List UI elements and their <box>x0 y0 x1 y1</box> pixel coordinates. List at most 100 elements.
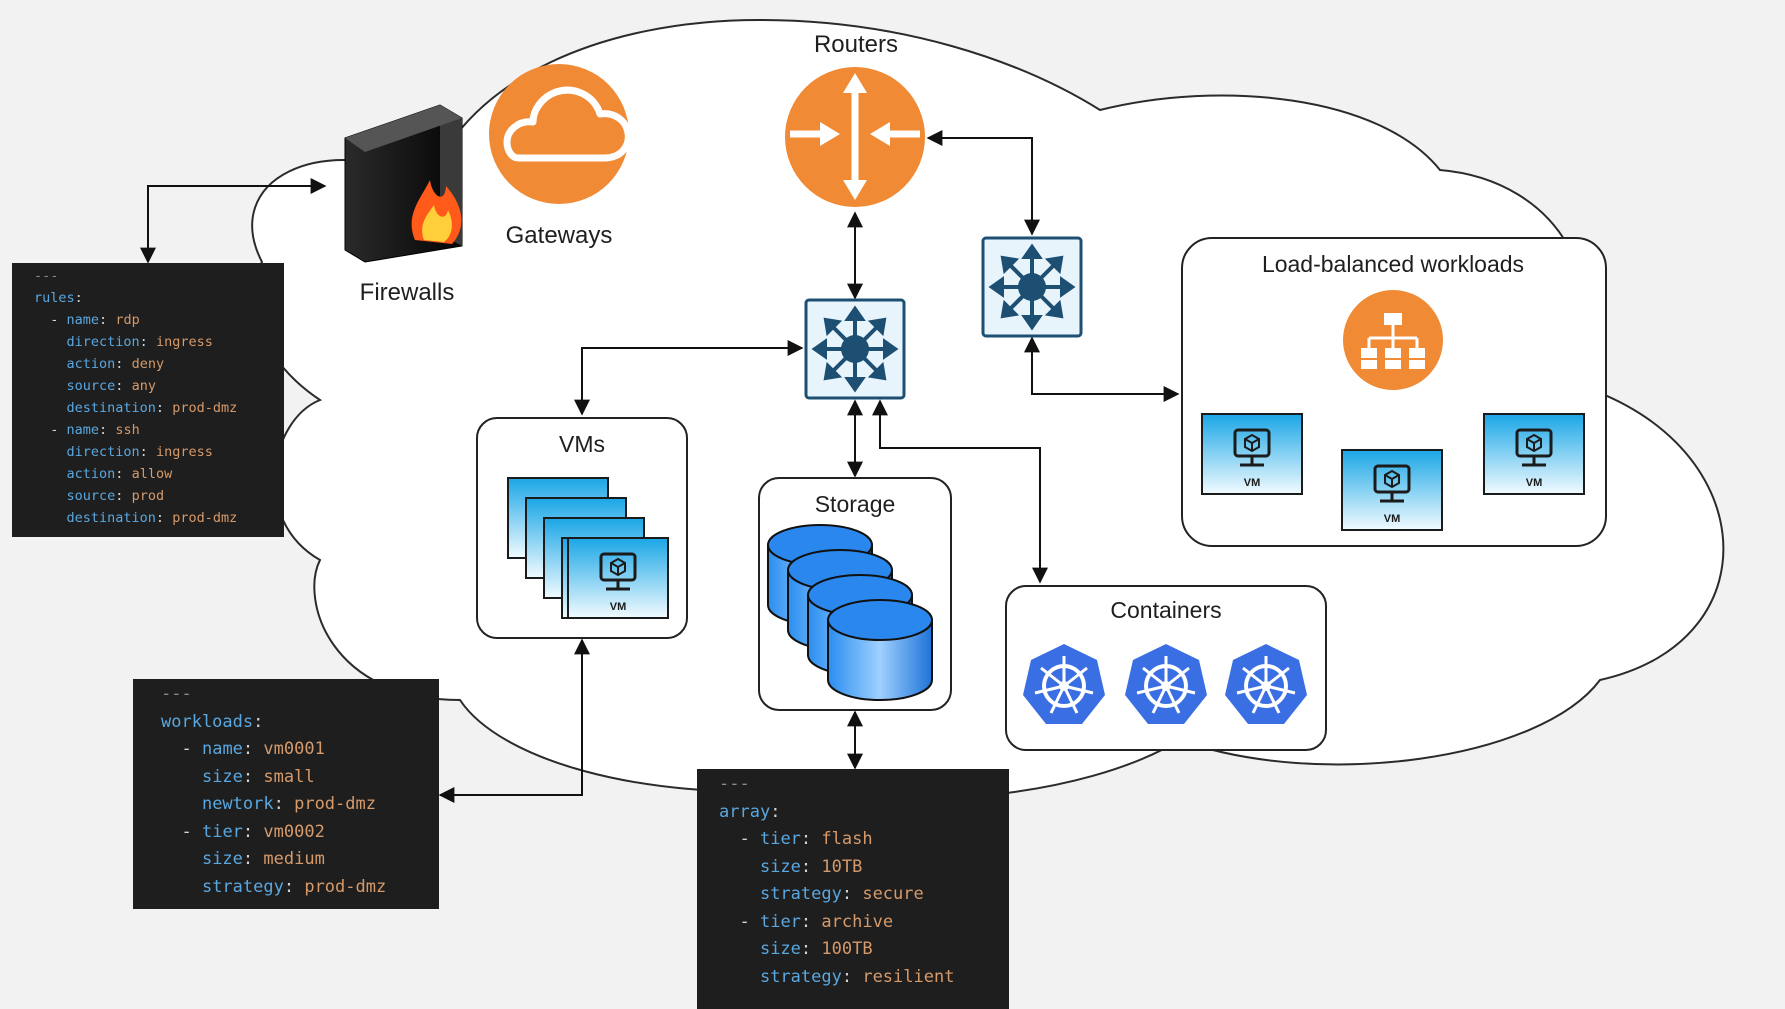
code-line: - name: vm0001 <box>161 736 439 764</box>
code-key: size <box>201 849 243 869</box>
code-indent <box>161 739 181 759</box>
code-line: strategy: secure <box>719 881 1009 909</box>
code-indent <box>161 822 181 842</box>
code-indent <box>34 422 50 438</box>
code-val: secure <box>862 884 924 904</box>
code-sep: : <box>74 290 83 306</box>
code-indent <box>34 334 67 350</box>
code-dash: - <box>50 422 67 438</box>
code-line: direction: ingress <box>34 331 284 353</box>
vm-icon <box>1340 448 1444 532</box>
code-key: rules <box>34 290 75 306</box>
vms-label: VMs <box>559 431 605 457</box>
code-key: source <box>66 378 116 394</box>
containers-label: Containers <box>1110 597 1221 623</box>
code-val: deny <box>131 356 165 372</box>
code-line: direction: ingress <box>34 441 284 463</box>
code-sep: : <box>115 378 132 394</box>
code-key: newtork <box>201 794 274 814</box>
code-val: archive <box>821 911 894 932</box>
code-val: ingress <box>155 334 213 350</box>
code-sep: : <box>139 444 156 460</box>
code-sep: : <box>242 739 264 759</box>
code-val: prod-dmz <box>294 794 376 814</box>
code-val: medium <box>263 849 325 869</box>
code-key: tier <box>759 911 801 932</box>
code-dash: - <box>181 821 202 842</box>
code-key: direction <box>66 334 140 350</box>
connector-firewall-code <box>140 178 327 264</box>
core-switch-icon <box>804 298 906 400</box>
code-val: rdp <box>115 312 140 328</box>
code-val: prod-dmz <box>172 510 238 526</box>
code-key: --- <box>161 684 192 704</box>
code-key: size <box>201 766 243 787</box>
code-sep: : <box>115 356 132 372</box>
code-indent <box>719 912 739 932</box>
code-sep: : <box>99 312 116 328</box>
code-val: ingress <box>155 444 213 460</box>
code-indent <box>34 378 67 394</box>
code-sep: : <box>253 711 264 732</box>
code-key: tier <box>201 821 243 842</box>
code-key: size <box>759 939 801 959</box>
code-indent <box>719 857 760 877</box>
code-key: name <box>66 422 100 438</box>
code-val: flash <box>821 829 873 849</box>
code-line: source: prod <box>34 485 284 507</box>
code-sep: : <box>242 766 264 787</box>
code-line: - tier: vm0002 <box>161 819 439 847</box>
vm-stack-icon <box>507 477 670 620</box>
code-indent <box>34 400 67 416</box>
code-key: tier <box>759 829 801 849</box>
code-key: size <box>759 856 801 877</box>
code-line: - tier: archive <box>719 909 1009 937</box>
code-key: --- <box>34 268 59 284</box>
gateway-cloud-icon <box>489 64 632 204</box>
code-val: allow <box>131 466 173 482</box>
code-line: array: <box>719 799 1009 827</box>
code-indent <box>34 510 67 526</box>
vm-icon <box>1482 412 1586 496</box>
code-sep: : <box>242 849 264 869</box>
code-indent <box>34 488 67 504</box>
code-indent <box>719 884 760 904</box>
code-val: prod-dmz <box>172 400 238 416</box>
code-indent <box>34 466 67 482</box>
code-dash: - <box>739 829 760 849</box>
code-key: source <box>66 488 116 504</box>
code-line: size: medium <box>161 846 439 874</box>
edge-switch-icon <box>981 236 1083 338</box>
connector-vms-code <box>438 638 590 803</box>
load-balanced-label: Load-balanced workloads <box>1262 251 1524 277</box>
code-sep: : <box>273 794 295 814</box>
code-line: size: small <box>161 764 439 792</box>
code-indent <box>34 356 67 372</box>
code-val: small <box>263 766 315 787</box>
code-indent <box>719 939 760 959</box>
code-key: action <box>66 466 116 482</box>
code-line: strategy: prod-dmz <box>161 874 439 902</box>
code-line: --- <box>719 771 1009 799</box>
router-icon <box>785 67 925 207</box>
code-key: --- <box>719 774 750 794</box>
code-line: action: deny <box>34 353 284 375</box>
code-sep: : <box>155 510 173 526</box>
code-line: - name: ssh <box>34 419 284 441</box>
code-key: action <box>66 356 116 372</box>
code-val: 10TB <box>821 856 863 877</box>
code-indent <box>719 829 739 849</box>
firewall-icon <box>344 104 463 263</box>
code-sep: : <box>770 801 781 822</box>
routers-label: Routers <box>814 31 898 58</box>
code-indent <box>161 877 202 897</box>
code-line: newtork: prod-dmz <box>161 791 439 819</box>
code-line: strategy: resilient <box>719 964 1009 992</box>
code-line: size: 10TB <box>719 854 1009 882</box>
code-line: source: any <box>34 375 284 397</box>
code-indent <box>161 767 202 787</box>
code-sep: : <box>242 821 264 842</box>
code-val: prod <box>131 488 165 504</box>
code-sep: : <box>841 884 863 904</box>
